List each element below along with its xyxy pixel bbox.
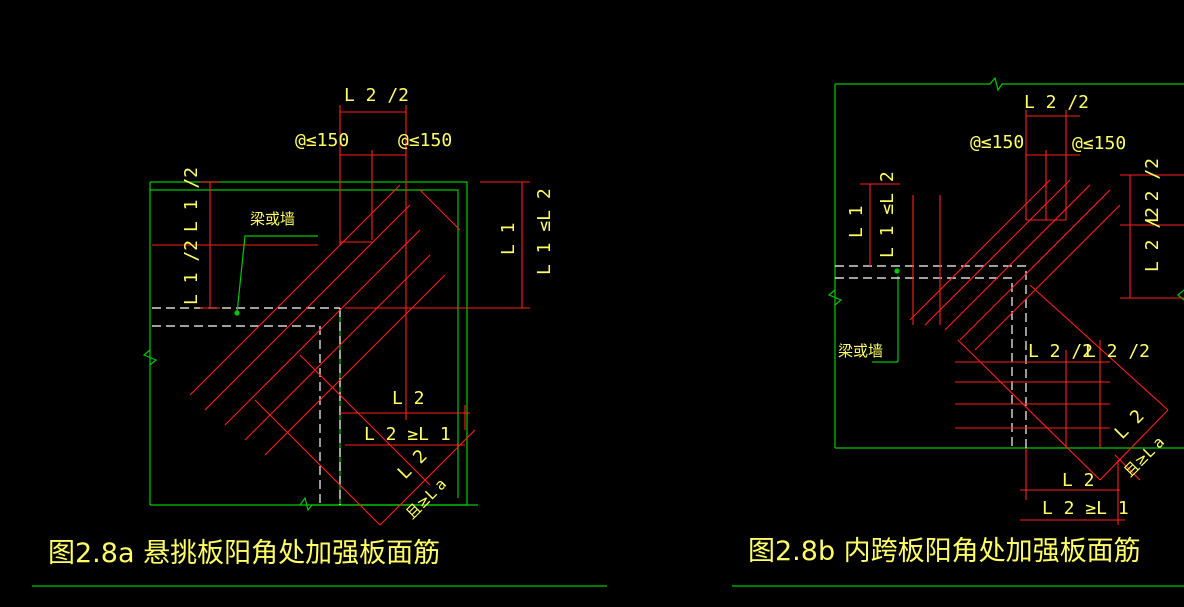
top-dim-b: L 2 /2 <box>1024 92 1089 113</box>
right-half-lower-b: L 2 /2 <box>1142 207 1163 272</box>
figure-b-title: 图2.8b 内跨板阳角处加强板面筋 <box>748 536 1141 567</box>
left-l1-b: L 1 <box>846 205 867 238</box>
slab-outline-b <box>827 76 1184 449</box>
l2-diag-b: L 2 <box>1111 406 1149 444</box>
top-dim-a: L 2 /2 <box>344 85 409 106</box>
left-l1-le-l2-b: L 1 ≤L 2 <box>877 171 898 258</box>
figure-a: L 2 /2 @≤150 @≤150 L 1 /2 L 1 /2 梁或墙 L 1… <box>32 85 607 587</box>
right-half-upper-b: L 2 /2 <box>1142 158 1163 223</box>
l2-ge-l1-a: L 2 ≥L 1 <box>364 424 451 445</box>
spacing-left-b: @≤150 <box>970 132 1024 153</box>
beam-dash-b <box>835 265 1027 448</box>
half-l1-lower-a: L 1 /2 <box>181 240 202 305</box>
leader-a <box>234 235 318 316</box>
beam-or-wall-label-b: 梁或墙 <box>838 342 883 360</box>
mid-half-right-b: L 2 /2 <box>1085 341 1150 362</box>
rebar-a <box>152 105 530 526</box>
mid-half-left-b: L 2 /2 <box>1028 341 1093 362</box>
figure-a-title: 图2.8a 悬挑板阳角处加强板面筋 <box>48 538 440 569</box>
right-l1-le-l2-a: L 1 ≤L 2 <box>534 188 555 275</box>
spacing-right-a: @≤150 <box>398 130 452 151</box>
half-l1-upper-a: L 1 /2 <box>181 167 202 232</box>
l2-ge-l1-b: L 2 ≥L 1 <box>1042 498 1129 519</box>
spacing-right-b: @≤150 <box>1072 133 1126 154</box>
beam-or-wall-label-a: 梁或墙 <box>250 210 295 228</box>
l2-diag-a: L 2 <box>394 446 432 484</box>
rebar-b <box>860 110 1184 525</box>
beam-dash-a <box>152 307 341 505</box>
right-l1-a: L 1 <box>498 222 519 255</box>
l2-label-b: L 2 <box>1062 470 1095 491</box>
leader-b <box>894 268 900 274</box>
spacing-left-a: @≤150 <box>295 130 349 151</box>
figure-b: L 2 /2 @≤150 @≤150 L 1 L 1 ≤L 2 L 2 /2 L… <box>732 76 1184 587</box>
l2-label-a: L 2 <box>392 388 425 409</box>
